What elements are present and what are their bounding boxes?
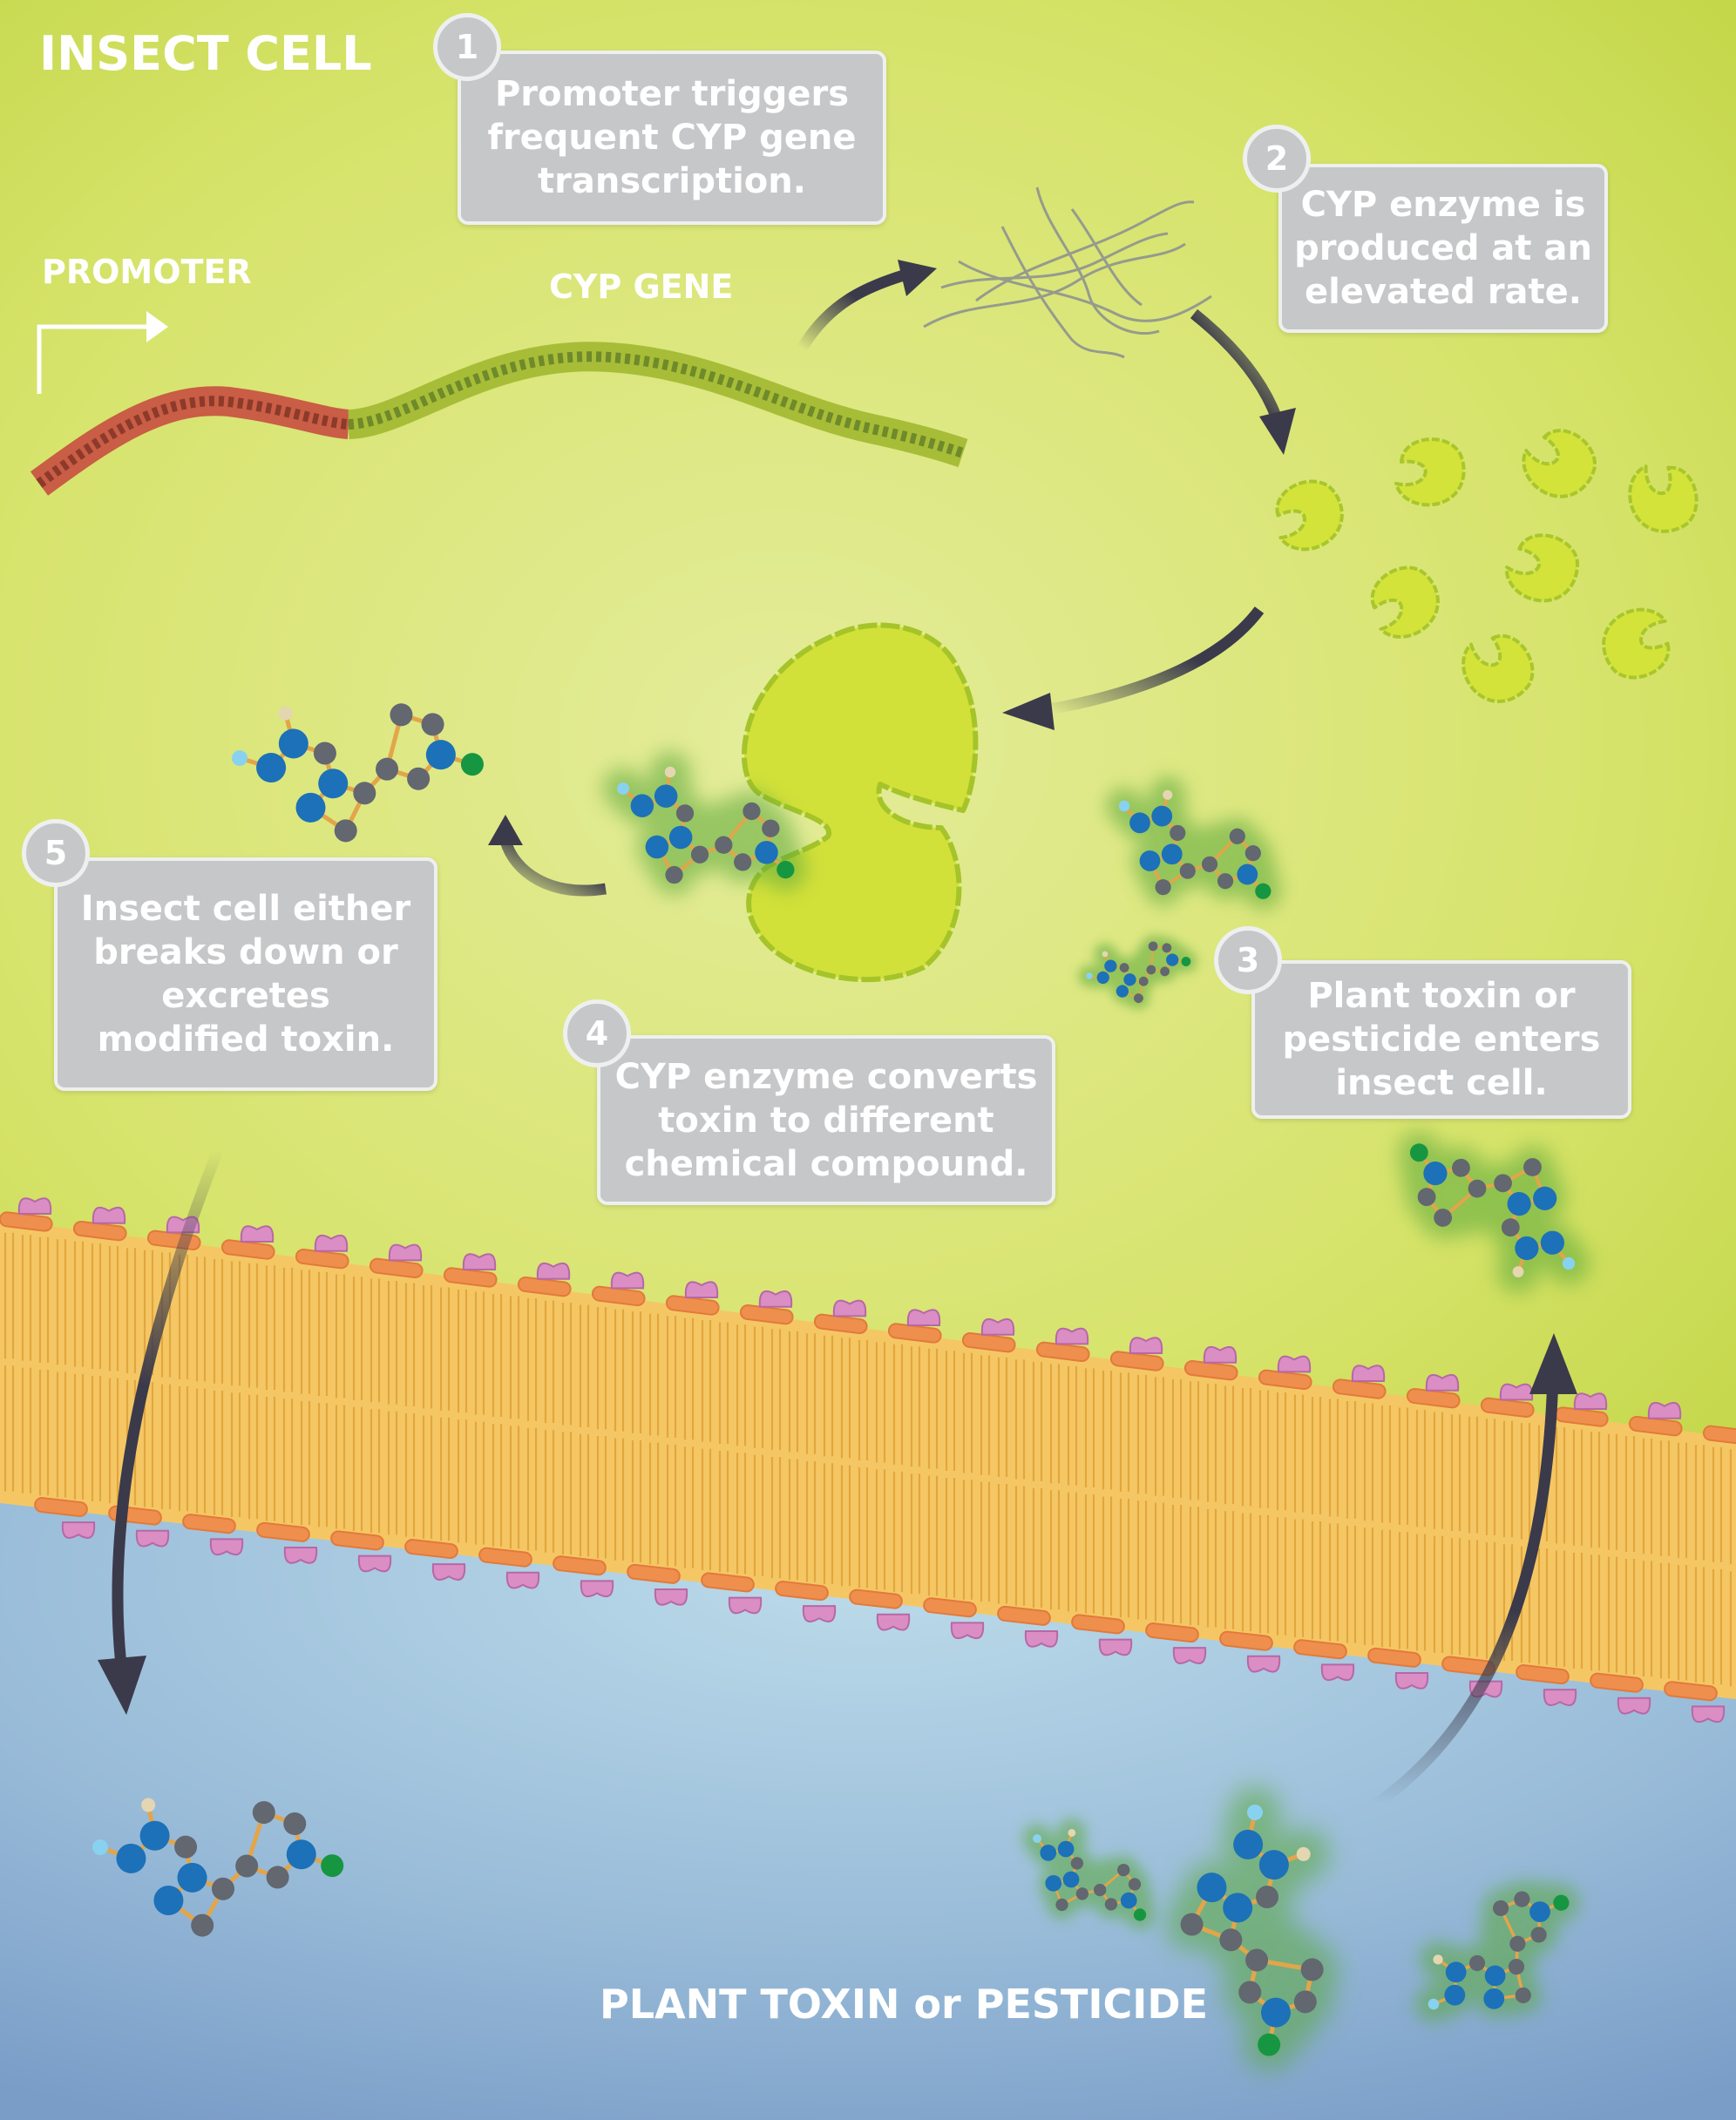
arrow-to-enzyme	[1044, 606, 1265, 716]
cyp-enzyme-small	[1370, 566, 1440, 639]
toxin-inside-1	[1106, 776, 1282, 910]
arrow-translation	[1190, 308, 1283, 421]
step-4-text: CYP enzyme converts toxin to different c…	[614, 1056, 1038, 1184]
toxin-outside-2	[1165, 1786, 1339, 2071]
cyp-enzyme-small	[1461, 633, 1535, 703]
dna-strand	[30, 342, 968, 496]
gene-dna	[347, 342, 968, 468]
promoter-dna-pattern	[36, 396, 349, 488]
toxin-in-enzyme	[602, 751, 806, 896]
toxin-inside-2	[1078, 935, 1197, 1010]
arrow-excretion	[112, 1148, 224, 1674]
process-arrows	[98, 260, 1577, 1809]
step-1-text: Promoter triggers frequent CYP gene tran…	[487, 74, 857, 201]
plant-toxin-label: PLANT TOXIN or PESTICIDE	[600, 1981, 1208, 2028]
cyp-enzyme-small	[1394, 437, 1466, 507]
arrow-entry	[1373, 1376, 1559, 1809]
step-3-badge: 3	[1214, 926, 1282, 994]
toxin-outside-3	[1415, 1880, 1580, 2022]
step-2-box: CYP enzyme is produced at an elevated ra…	[1278, 164, 1608, 333]
cell-membrane	[0, 1197, 1736, 1724]
toxin-entered	[1398, 1131, 1590, 1293]
promoter-arrow-icon	[37, 311, 168, 394]
step-3-text: Plant toxin or pesticide enters insect c…	[1282, 976, 1601, 1103]
toxin-outside-1	[1022, 1818, 1155, 1929]
step-5-text: Insect cell either breaks down or excret…	[80, 889, 411, 1060]
insect-cell-title: INSECT CELL	[39, 26, 372, 81]
cyp-enzyme-large	[742, 622, 979, 983]
step-4-box: CYP enzyme converts toxin to different c…	[597, 1035, 1055, 1205]
step-2-badge: 2	[1243, 125, 1311, 193]
cyp-enzyme-small	[1522, 429, 1597, 498]
cyp-enzyme-small	[1602, 607, 1671, 680]
mrna-strands	[923, 186, 1212, 359]
cyp-enzyme-small	[1275, 479, 1344, 552]
cyp-enzyme-small	[1628, 464, 1699, 533]
arrow-to-product	[499, 838, 607, 897]
modified-toxin-excreted	[92, 1798, 344, 1937]
step-4-badge: 4	[563, 999, 631, 1067]
step-5-box: Insect cell either breaks down or excret…	[54, 857, 437, 1091]
cyp-gene-label: CYP GENE	[549, 268, 733, 306]
step-3-box: Plant toxin or pesticide enters insect c…	[1251, 960, 1631, 1119]
step-2-text: CYP enzyme is produced at an elevated ra…	[1294, 185, 1592, 312]
arrow-transcription	[797, 268, 908, 352]
step-5-badge: 5	[22, 819, 90, 887]
modified-toxin-inside	[232, 703, 484, 843]
cyp-enzyme-cluster	[1275, 429, 1699, 703]
promoter-label: PROMOTER	[42, 253, 252, 291]
toxin-molecules	[92, 703, 1590, 2071]
step-1-badge: 1	[433, 13, 501, 81]
step-1-box: Promoter triggers frequent CYP gene tran…	[458, 51, 886, 225]
cyp-enzyme-small	[1504, 533, 1579, 603]
